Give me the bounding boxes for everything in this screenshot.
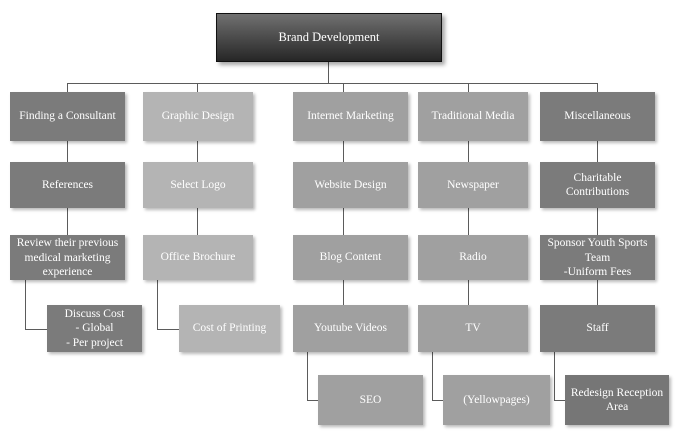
node-label: Staff [586,322,609,335]
node-redesign-reception-area[interactable]: Redesign Reception Area [565,375,669,425]
node-radio[interactable]: Radio [418,235,528,280]
node-newspaper[interactable]: Newspaper [418,162,528,208]
connector-root-trunk [328,62,329,83]
node-label: Sponsor Youth Sports Team [547,237,648,264]
node-graphic-design[interactable]: Graphic Design [143,92,253,141]
node-label: Redesign Reception Area [570,386,664,413]
node-label: TV [465,322,481,335]
node-sub-label-2: - Per project [66,336,123,349]
node-website-design[interactable]: Website Design [293,162,408,208]
node-youtube-videos[interactable]: Youtube Videos [293,305,408,352]
node-label: Office Brochure [160,251,236,264]
node-label: Review their previous medical marketing … [16,237,119,278]
node-blog-content[interactable]: Blog Content [293,235,408,280]
node-label: Discuss Cost [64,308,125,321]
node-label: Brand Development [278,29,380,44]
node-label: Newspaper [447,178,499,191]
node-traditional-media[interactable]: Traditional Media [418,92,528,141]
connector-c2-r2-r3 [197,208,198,235]
node-label: (Yellowpages) [463,393,530,406]
node-yellowpages[interactable]: (Yellowpages) [443,375,550,425]
connector-c5-r2-r3 [597,208,598,235]
node-label: Blog Content [319,251,382,264]
connector-c5-r3-r4 [597,280,598,305]
node-finding-a-consultant[interactable]: Finding a Consultant [10,92,125,141]
connector-c4-r1-r2 [468,141,469,162]
connector-stub-col1 [67,83,68,92]
node-label: Radio [459,251,487,264]
node-label: Youtube Videos [313,322,387,335]
connector-c3-r2-r3 [343,208,344,235]
connector-c4-r3-r4 [468,280,469,305]
node-references[interactable]: References [10,162,125,208]
connector-c3-r1-r2 [343,141,344,162]
connector-stub-col3 [343,83,344,92]
connector-stub-col2 [197,83,198,92]
connector-c3-r3-r4 [343,280,344,305]
connector-c2-r1-r2 [197,141,198,162]
connector-c4-r2-r3 [468,208,469,235]
node-label: Cost of Printing [192,322,267,335]
node-discuss-cost[interactable]: Discuss Cost - Global - Per project [47,305,142,352]
node-internet-marketing[interactable]: Internet Marketing [293,92,408,141]
node-label: Finding a Consultant [19,110,116,123]
connector-c1-r1-r2 [67,141,68,162]
node-root-brand-development[interactable]: Brand Development [216,13,442,62]
node-sub-label-1: -Uniform Fees [563,265,632,278]
connector-stub-col4 [468,83,469,92]
node-label: Traditional Media [431,110,515,123]
node-staff[interactable]: Staff [540,305,655,352]
node-label: Graphic Design [161,110,235,123]
node-cost-of-printing[interactable]: Cost of Printing [179,305,280,352]
node-label: Select Logo [170,178,226,191]
connector-root-bus [67,83,598,84]
node-select-logo[interactable]: Select Logo [143,162,253,208]
connector-c5-r1-r2 [597,141,598,162]
node-label: SEO [359,393,382,406]
node-sponsor-youth-sports-team[interactable]: Sponsor Youth Sports Team -Uniform Fees [540,235,655,280]
node-seo[interactable]: SEO [318,375,423,425]
node-charitable-contributions[interactable]: Charitable Contributions [540,162,655,208]
node-sub-label-1: - Global [75,322,114,335]
node-label: References [41,178,94,191]
node-label: Website Design [314,178,387,191]
connector-c2-r3-r4-elbow [157,280,180,330]
node-tv[interactable]: TV [418,305,528,352]
node-review-previous-experience[interactable]: Review their previous medical marketing … [10,235,125,280]
node-label: Internet Marketing [307,110,394,123]
node-label: Charitable Contributions [565,171,630,198]
connector-c1-r3-r4-elbow [25,280,48,330]
node-label: Miscellaneous [564,110,631,123]
connector-stub-col5 [597,83,598,92]
connector-c1-r2-r3 [67,208,68,235]
node-office-brochure[interactable]: Office Brochure [143,235,253,280]
node-miscellaneous[interactable]: Miscellaneous [540,92,655,141]
